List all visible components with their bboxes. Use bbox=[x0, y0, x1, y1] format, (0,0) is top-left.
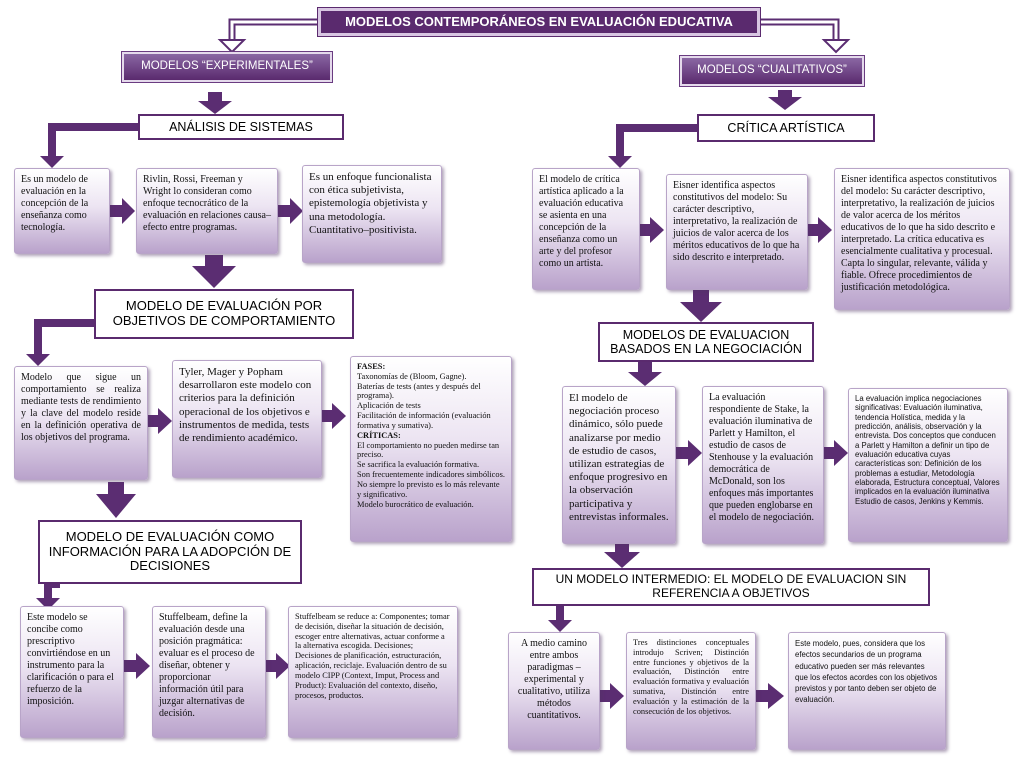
fases-line: Baterías de tests (antes y después del p… bbox=[357, 381, 481, 401]
critica-box-3: Eisner identifica aspectos constitutivos… bbox=[834, 168, 1010, 310]
arrow-to-negociacion bbox=[680, 290, 722, 322]
objetivos-box-2-text: Tyler, Mager y Popham desarrollaron este… bbox=[179, 366, 312, 444]
arrow-cual-to-critica bbox=[768, 90, 802, 110]
arrow-to-decisiones bbox=[96, 482, 136, 518]
decisiones-box-3-text: Stuffelbeam se reduce a: Componentes; to… bbox=[295, 612, 450, 700]
objetivos-box-3: FASES: Taxonomías de (Bloom, Gagne). Bat… bbox=[350, 356, 512, 542]
arrow-right bbox=[756, 683, 784, 709]
arrow-right bbox=[808, 217, 832, 243]
intermedio-box-1: A medio camino entre ambos paradigmas – … bbox=[508, 632, 600, 750]
intermedio-header: UN MODELO INTERMEDIO: EL MODELO DE EVALU… bbox=[532, 568, 930, 606]
arrow-right bbox=[266, 653, 290, 679]
negociacion-box-3: La evaluación implica negociaciones sign… bbox=[848, 388, 1008, 542]
cualitativo-header: MODELOS “CUALITATIVOS” bbox=[680, 56, 864, 86]
negociacion-box-1-text: El modelo de negociación proceso dinámic… bbox=[569, 392, 669, 523]
bent-objetivos-to-box bbox=[26, 319, 94, 366]
negociacion-box-2-text: La evaluación respondiente de Stake, la … bbox=[709, 392, 814, 523]
critica-box-1-text: El modelo de crítica artística aplicado … bbox=[539, 174, 624, 269]
decisiones-box-2: Stuffelbeam, define la evaluación desde … bbox=[152, 606, 266, 738]
analisis-box-3: Es un enfoque funcionalista con ética su… bbox=[302, 165, 442, 263]
criticas-line: Son frecuentemente indicadores simbólico… bbox=[357, 470, 505, 480]
objetivos-box-1: Modelo que sigue un comportamiento se re… bbox=[14, 366, 148, 480]
arrow-right bbox=[278, 198, 303, 224]
arrow-exp-to-analisis bbox=[198, 92, 232, 114]
experimental-header: MODELOS “EXPERIMENTALES” bbox=[122, 52, 332, 82]
negociacion-box-1: El modelo de negociación proceso dinámic… bbox=[562, 386, 676, 544]
fases-line: Taxonomías de (Bloom, Gagne). bbox=[357, 371, 467, 381]
arrow-right bbox=[110, 198, 135, 224]
arrow-negociacion-to-box bbox=[628, 362, 662, 386]
bent-decisiones-to-box bbox=[36, 580, 60, 610]
intermedio-box-2-text: Tres distinciones conceptuales introdujo… bbox=[633, 638, 749, 716]
arrow-right bbox=[322, 403, 346, 429]
decisiones-box-3: Stuffelbeam se reduce a: Componentes; to… bbox=[288, 606, 458, 738]
main-title: MODELOS CONTEMPORÁNEOS EN EVALUACIÓN EDU… bbox=[318, 8, 760, 36]
analisis-box-3-text: Es un enfoque funcionalista con ética su… bbox=[309, 171, 432, 236]
title-left-arrow bbox=[217, 18, 318, 54]
intermedio-box-3: Este modelo, pues, considera que los efe… bbox=[788, 632, 946, 750]
criticas-line: Modelo burocrático de evaluación. bbox=[357, 499, 474, 509]
decisiones-box-1-text: Este modelo se concibe como prescriptivo… bbox=[27, 612, 114, 707]
intermedio-box-2: Tres distinciones conceptuales introdujo… bbox=[626, 632, 756, 750]
arrow-to-intermedio bbox=[604, 544, 640, 568]
criticas-line: Se sacrifica la evaluación formativa. bbox=[357, 460, 480, 470]
negociacion-box-2: La evaluación respondiente de Stake, la … bbox=[702, 386, 824, 544]
negociacion-box-3-text: La evaluación implica negociaciones sign… bbox=[855, 394, 1000, 506]
arrow-right bbox=[676, 440, 702, 466]
intermedio-box-3-text: Este modelo, pues, considera que los efe… bbox=[795, 639, 938, 705]
analisis-box-1: Es un modelo de evaluación en la concepc… bbox=[14, 168, 110, 254]
critica-box-2-text: Eisner identifica aspectos constitutivos… bbox=[673, 180, 800, 263]
arrow-right bbox=[124, 653, 150, 679]
arrow-to-objetivos bbox=[192, 255, 236, 288]
fases-heading: FASES: bbox=[357, 362, 386, 371]
arrow-right bbox=[148, 408, 172, 434]
criticas-line: El comportamiento no pueden medirse tan … bbox=[357, 440, 500, 460]
arrow-right bbox=[824, 440, 848, 466]
objetivos-box-2: Tyler, Mager y Popham desarrollaron este… bbox=[172, 360, 322, 478]
analisis-header: ANÁLISIS DE SISTEMAS bbox=[138, 114, 344, 140]
critica-box-3-text: Eisner identifica aspectos constitutivos… bbox=[841, 174, 997, 293]
objetivos-header: MODELO DE EVALUACIÓN POR OBJETIVOS DE CO… bbox=[94, 289, 354, 339]
analisis-box-2-text: Rivlin, Rossi, Freeman y Wright lo consi… bbox=[143, 174, 271, 233]
decisiones-header: MODELO DE EVALUACIÓN COMO INFORMACIÓN PA… bbox=[38, 520, 302, 584]
decisiones-box-1: Este modelo se concibe como prescriptivo… bbox=[20, 606, 124, 738]
arrow-right bbox=[600, 683, 624, 709]
title-right-arrow bbox=[760, 18, 851, 54]
bent-analisis-to-box bbox=[40, 123, 138, 168]
negociacion-header: MODELOS DE EVALUACION BASADOS EN LA NEGO… bbox=[598, 322, 814, 362]
arrow-right bbox=[640, 217, 664, 243]
bent-critica-to-box bbox=[608, 124, 697, 168]
critica-header: CRÍTICA ARTÍSTICA bbox=[697, 114, 875, 142]
fases-line: Facilitación de información (evaluación … bbox=[357, 411, 491, 430]
critica-box-2: Eisner identifica aspectos constitutivos… bbox=[666, 174, 808, 290]
analisis-box-1-text: Es un modelo de evaluación en la concepc… bbox=[21, 174, 89, 233]
criticas-line: No siempre lo previsto es lo más relevan… bbox=[357, 479, 500, 499]
objetivos-box-1-text: Modelo que sigue un comportamiento se re… bbox=[21, 372, 141, 443]
decisiones-box-2-text: Stuffelbeam, define la evaluación desde … bbox=[159, 612, 255, 719]
intermedio-box-1-text: A medio camino entre ambos paradigmas – … bbox=[517, 638, 591, 721]
criticas-heading: CRÍTICAS: bbox=[357, 430, 401, 440]
analisis-box-2: Rivlin, Rossi, Freeman y Wright lo consi… bbox=[136, 168, 278, 254]
critica-box-1: El modelo de crítica artística aplicado … bbox=[532, 168, 640, 290]
fases-line: Aplicación de tests bbox=[357, 401, 421, 411]
